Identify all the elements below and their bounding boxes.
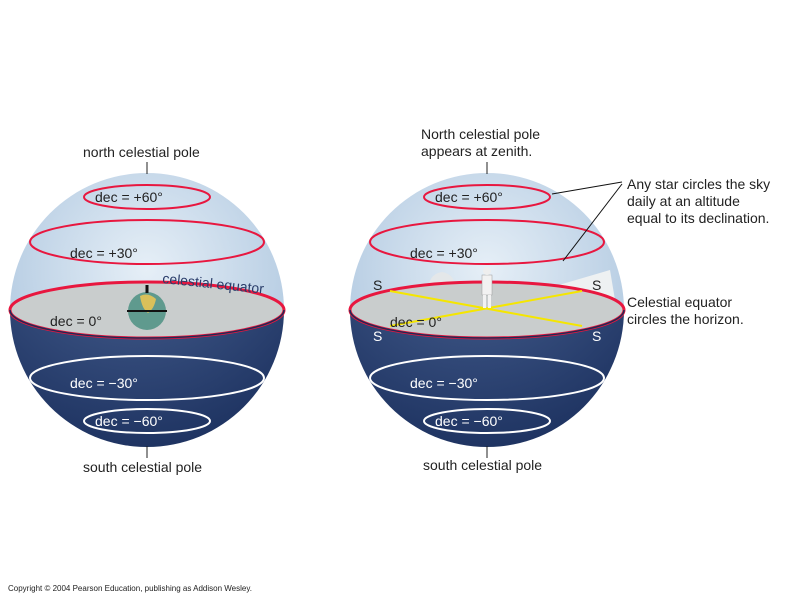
- dec-plus30-circle: [369, 219, 605, 265]
- dec-plus60-label: dec = +60°: [435, 189, 503, 205]
- dec-minus60-circle: [423, 408, 551, 434]
- callout-line: [562, 183, 623, 262]
- dec-plus30-label: dec = +30°: [410, 245, 478, 261]
- horizon-south-label: S: [373, 328, 382, 344]
- dec-minus30-circle: [29, 355, 265, 401]
- south-pole-label: south celestial pole: [423, 457, 542, 473]
- north-pole-label: north celestial pole: [83, 144, 200, 160]
- earth-icon: [127, 285, 167, 330]
- star-note-line2: daily at an altitude: [627, 193, 740, 209]
- dec-plus30-label: dec = +30°: [70, 245, 138, 261]
- copyright-text: Copyright © 2004 Pearson Education, publ…: [8, 584, 252, 593]
- dec-plus60-label: dec = +60°: [95, 189, 163, 205]
- dec-minus60-circle: [83, 408, 211, 434]
- horizon-south-label: S: [592, 277, 601, 293]
- horizon-south-label: S: [592, 328, 601, 344]
- right-sphere: dec = +60° dec = +30° dec = 0° dec = −30…: [348, 126, 626, 473]
- observer-icon: [481, 267, 493, 308]
- dec-plus60-circle: [423, 184, 551, 210]
- dec-minus30-label: dec = −30°: [410, 375, 478, 391]
- equator-note-line1: Celestial equator: [627, 294, 732, 310]
- horizon-south-label: S: [373, 277, 382, 293]
- dec-minus30-circle: [369, 355, 605, 401]
- dec-minus60-label: dec = −60°: [435, 413, 503, 429]
- dec-plus60-circle: [83, 184, 211, 210]
- dec-minus30-label: dec = −30°: [70, 375, 138, 391]
- dec-plus30-circle: [29, 219, 265, 265]
- dec-minus60-label: dec = −60°: [95, 413, 163, 429]
- horizon-line: [389, 290, 583, 327]
- south-pole-label: south celestial pole: [83, 459, 202, 475]
- star-note-line1: Any star circles the sky: [627, 176, 770, 192]
- north-pole-label-line2: appears at zenith.: [421, 143, 532, 159]
- equator-note-line2: circles the horizon.: [627, 311, 744, 327]
- dec-0-label: dec = 0°: [390, 314, 442, 330]
- callout-line: [551, 181, 623, 195]
- north-pole-label-line1: North celestial pole: [421, 126, 540, 142]
- left-sphere: north celestial pole south celestial pol…: [8, 144, 286, 475]
- star-note-line3: equal to its declination.: [627, 210, 769, 226]
- dec-0-label: dec = 0°: [50, 313, 102, 329]
